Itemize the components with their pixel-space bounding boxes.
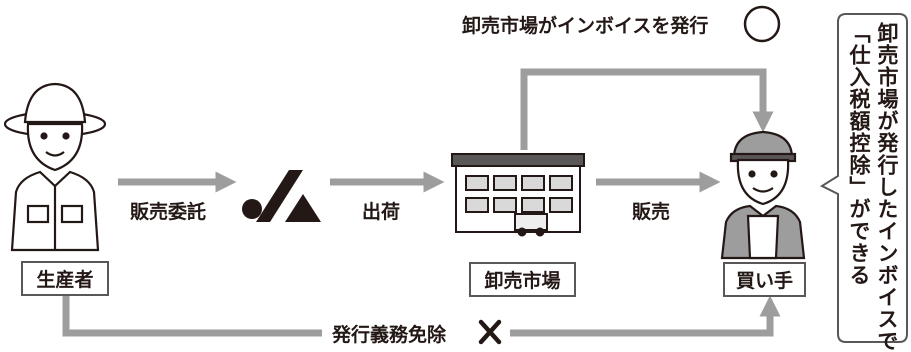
edge-label-exemption: 発行義務免除: [332, 324, 447, 346]
farmer-icon: [3, 82, 107, 252]
cross-ng-icon: [478, 319, 502, 345]
buyer-icon: [720, 130, 806, 260]
edge-label-shipment: 出荷: [362, 201, 401, 223]
arrow-invoice: [520, 68, 774, 150]
edge-label-sale: 販売: [632, 201, 671, 223]
node-producer: 生産者: [21, 261, 109, 296]
callout-line1: 卸売市場が発行したインボイスで: [875, 22, 899, 352]
callout-bubble: [819, 13, 908, 343]
circle-ok-icon: [743, 5, 781, 43]
edge-label-consignment: 販売委託: [130, 201, 207, 223]
arrow-exemption-right: [510, 295, 781, 337]
ja-logo-icon: [242, 170, 321, 222]
arrow-exemption-left: [62, 296, 322, 337]
callout-line2: 「仕入税額控除」ができる: [847, 22, 871, 286]
edge-label-invoice: 卸売市場がインボイスを発行: [462, 15, 709, 37]
market-building-icon: [451, 153, 585, 237]
node-buyer: 買い手: [723, 262, 806, 297]
node-market: 卸売市場: [469, 262, 576, 297]
